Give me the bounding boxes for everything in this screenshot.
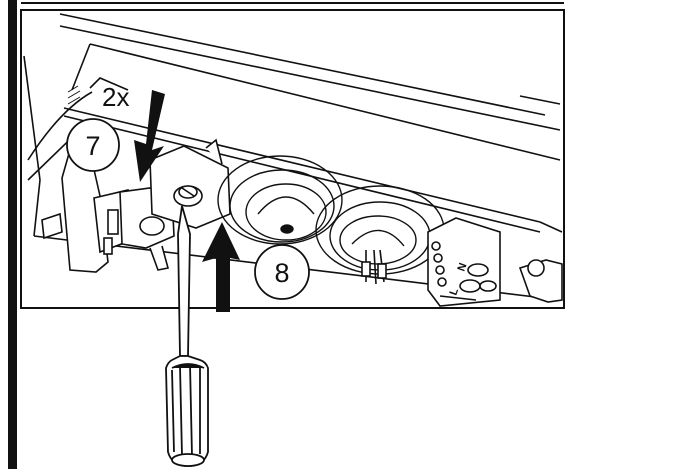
step-8-number: 8 — [274, 258, 289, 288]
step-7-badge: 7 — [66, 118, 120, 172]
down-arrow — [134, 90, 165, 182]
step-7-number: 7 — [85, 131, 100, 161]
step-8-badge: 8 — [254, 244, 310, 300]
screw — [173, 185, 203, 207]
screwdriver-icon — [165, 205, 209, 467]
cable-grommet-left — [217, 155, 343, 245]
right-component — [518, 259, 563, 303]
left-border-bar — [8, 0, 17, 469]
terminal-l-label: L — [448, 286, 462, 297]
repeat-label: 2x — [102, 82, 129, 112]
terminal-block — [427, 217, 501, 307]
terminal-n-label: N — [456, 261, 470, 273]
wires — [361, 249, 387, 285]
clamp-bracket — [41, 149, 175, 273]
hatch-left — [67, 85, 81, 105]
up-arrow — [202, 222, 240, 312]
